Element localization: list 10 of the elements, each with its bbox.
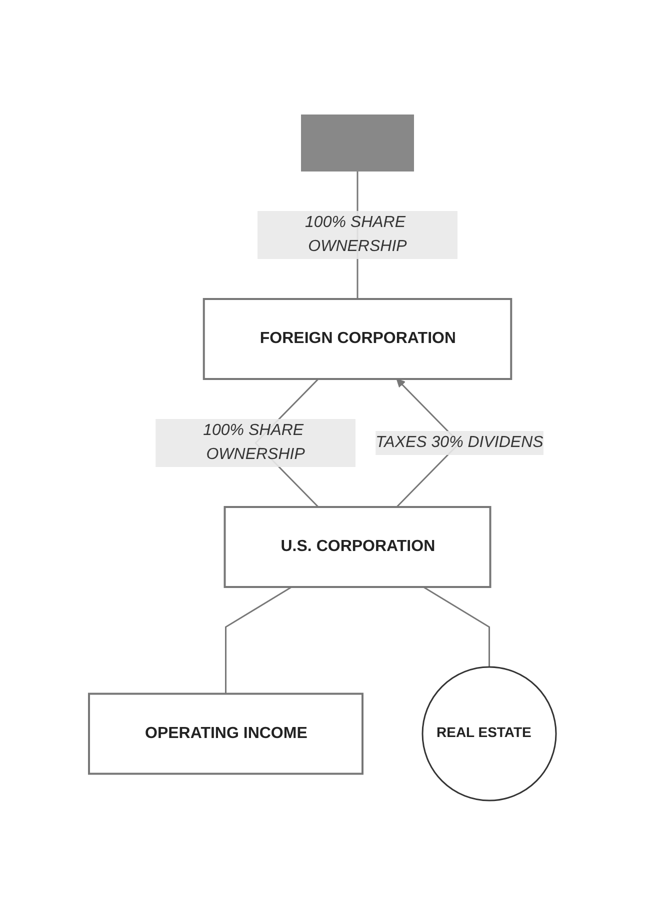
- connector: [225, 586, 292, 694]
- node-circle: REAL ESTATE: [422, 666, 558, 802]
- node-box: U.S. CORPORATION: [224, 506, 492, 588]
- edge-label: 100% SHARE OWNERSHIP: [306, 214, 408, 256]
- node-box: FOREIGN CORPORATION: [203, 298, 513, 380]
- edge-label: TAXES 30% DIVIDENS: [376, 434, 544, 452]
- node-bar: [302, 114, 414, 172]
- node-box: OPERATING INCOME: [88, 693, 364, 775]
- connector: [423, 586, 490, 668]
- edge-label: 100% SHARE OWNERSHIP: [204, 422, 306, 464]
